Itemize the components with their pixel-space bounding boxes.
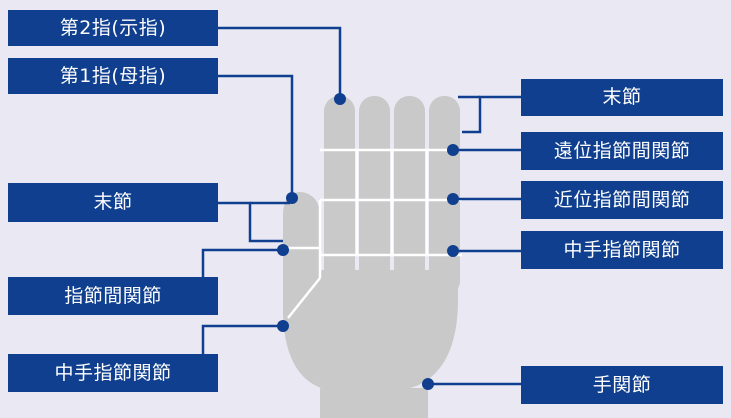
palm bbox=[283, 270, 458, 390]
label-first-finger: 第1指(母指) bbox=[8, 58, 218, 94]
finger-ring bbox=[394, 96, 425, 296]
forearm bbox=[320, 388, 428, 418]
label-left-distal-phalanx: 末節 bbox=[8, 183, 218, 222]
thumb-diagonal bbox=[287, 277, 321, 319]
dot-thumb-ip bbox=[277, 244, 289, 256]
label-pip-joint: 近位指節間関節 bbox=[521, 181, 723, 219]
label-left-mcp-joint: 中手指節関節 bbox=[8, 354, 218, 392]
label-right-mcp-joint: 中手指節関節 bbox=[521, 231, 723, 269]
leader-lines bbox=[201, 26, 521, 386]
label-second-finger: 第2指(示指) bbox=[8, 10, 218, 46]
joint-dots bbox=[277, 93, 459, 390]
dot-pip bbox=[447, 193, 459, 205]
label-dip-joint: 遠位指節間関節 bbox=[521, 132, 723, 170]
joint-lines bbox=[283, 148, 462, 319]
dot-thumb-tip bbox=[286, 192, 298, 204]
finger-middle bbox=[359, 96, 390, 296]
dot-second-finger bbox=[334, 93, 346, 105]
label-interphalangeal-joint: 指節間関節 bbox=[8, 277, 218, 315]
finger-index bbox=[324, 96, 355, 296]
dot-dip bbox=[447, 144, 459, 156]
dot-thumb-mcp bbox=[277, 320, 289, 332]
dot-mcp bbox=[447, 245, 459, 257]
dot-wrist bbox=[422, 378, 434, 390]
label-right-distal-phalanx: 末節 bbox=[521, 79, 723, 116]
label-wrist-joint: 手関節 bbox=[521, 366, 723, 404]
